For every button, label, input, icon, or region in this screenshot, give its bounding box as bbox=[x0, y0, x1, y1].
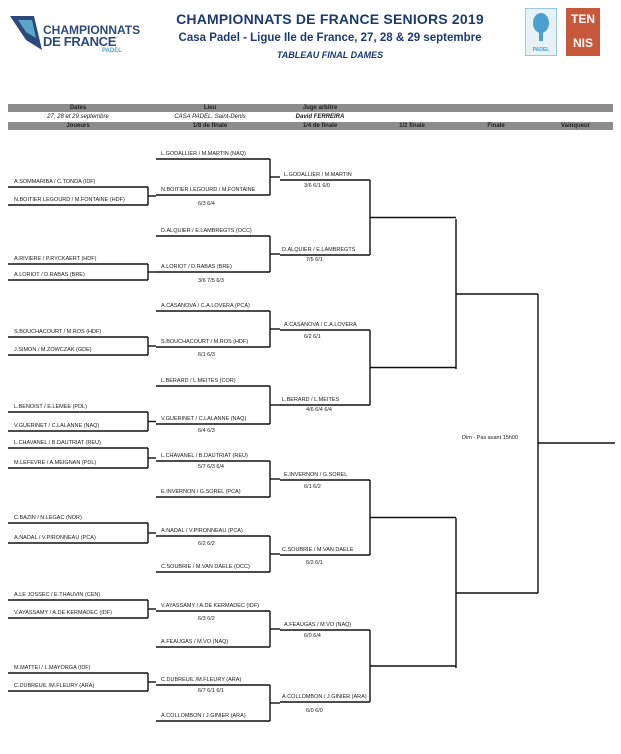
r8-player-pair: L.GODALLIER / M.MARTIN (NAQ) bbox=[161, 151, 246, 157]
dates-value: 27, 28 et 29 septembre bbox=[47, 114, 109, 120]
r8-player-pair: A.CASANOVA / C.A.LOVERA (PCA) bbox=[161, 303, 250, 309]
r8-match-score: 5/7 6/3 6/4 bbox=[198, 464, 224, 470]
r1-player-pair: V.GUERINET / C.LALANNE (NAQ) bbox=[14, 423, 100, 429]
col-finale: Finale bbox=[487, 123, 505, 129]
columns-header-band bbox=[8, 122, 613, 130]
tennis-logo: TEN NIS bbox=[566, 8, 600, 56]
col-quarts: 1/4 de finale bbox=[302, 123, 338, 129]
r4-top-score: 6/0 6/4 bbox=[304, 633, 321, 639]
lieu-label: Lieu bbox=[203, 105, 217, 111]
dates-label: Dates bbox=[69, 105, 87, 111]
r1-player-pair: A.NADAL / V.PIRONNEAU (PCA) bbox=[14, 535, 96, 541]
r4-bottom-score: 7/5 6/1 bbox=[306, 257, 323, 263]
page-title: CHAMPIONNATS DE FRANCE SENIORS 2019 bbox=[176, 11, 484, 27]
padel-logo-shield-icon bbox=[10, 16, 42, 50]
tableau-title: TABLEAU FINAL DAMES bbox=[276, 50, 384, 60]
r4-player-pair: C.SOUBRIE / M.VAN DAELE bbox=[282, 547, 354, 553]
r4-player-pair: A.CASANOVA / C.A.LOVERA bbox=[284, 322, 357, 328]
r1-player-pair: J.SIMON / M.ZOWCZAK (GDE) bbox=[14, 347, 92, 353]
tennis-logo-bottom: NIS bbox=[572, 36, 593, 50]
r1-player-pair: V.AYASSAMY / A.DE KERMADEC (IDF) bbox=[14, 610, 112, 616]
info-header-band bbox=[8, 104, 613, 112]
r4-player-pair: L.BERARD / L.MEITES bbox=[282, 397, 340, 403]
r8-player-pair: D.ALQUIER / E.LAMBREGTS (OCC) bbox=[161, 228, 252, 234]
tennis-logo-top: TEN bbox=[571, 12, 595, 26]
r8-player-pair: A.NADAL / V.PIRONNEAU (PCA) bbox=[161, 528, 243, 534]
r4-bottom-score: 4/6 6/4 6/4 bbox=[306, 407, 332, 413]
padel-badge: PADEL bbox=[525, 8, 557, 56]
r8-match-score: 6/2 6/2 bbox=[198, 541, 215, 547]
r8-player-pair: L.BERARD / L.MEITES (COR) bbox=[161, 378, 236, 384]
r1-player-pair: N.BOITIER LEGOURD / M.FONTAINE (HDF) bbox=[14, 197, 125, 203]
r4-player-pair: D.ALQUIER / E.LAMBREGTS bbox=[282, 247, 356, 253]
r1-player-pair: A.RIVIERE / P.RYCKAERT (HDF) bbox=[14, 256, 97, 262]
r4-bottom-score: 6/0 6/0 bbox=[306, 708, 323, 714]
r8-player-pair: C.DUBREUIL /M.FLEURY (ARA) bbox=[161, 677, 242, 683]
r4-top-score: 3/6 6/1 6/0 bbox=[304, 183, 330, 189]
r8-match-score: 6/1 6/3 bbox=[198, 352, 215, 358]
r8-match-score: 6/4 6/3 bbox=[198, 428, 215, 434]
r4-top-score: 6/2 6/1 bbox=[304, 334, 321, 340]
r1-player-pair: S.BOUCHACOURT / M.ROS (HDF) bbox=[14, 329, 102, 335]
col-joueurs: Joueurs bbox=[66, 123, 90, 129]
r1-player-pair: A.LE JOSSEC / E.THAUVIN (CEN) bbox=[14, 592, 101, 598]
r8-match-score: 6/3 6/2 bbox=[198, 616, 215, 622]
r8-match-score: 3/6 7/5 6/3 bbox=[198, 278, 224, 284]
r1-player-pair: C.BAZIN / N.LEGAC (NOR) bbox=[14, 515, 82, 521]
logo-line-3: PADEL bbox=[102, 48, 122, 54]
r8-match-score: 6/3 6/4 bbox=[198, 201, 215, 207]
r8-player-pair: A.FEAUGAS / M.VO (NAQ) bbox=[161, 639, 229, 645]
logo-line-1: CHAMPIONNATS bbox=[43, 23, 141, 37]
r1-player-pair: A.SOMMARIBA / C.TONDA (IDF) bbox=[14, 179, 96, 185]
r4-top-score: 6/1 6/2 bbox=[304, 484, 321, 490]
r4-bottom-score: 6/2 6/1 bbox=[306, 560, 323, 566]
padel-badge-label: PADEL bbox=[532, 47, 550, 53]
col-vainqueur: Vainqueur bbox=[560, 123, 590, 129]
r8-player-pair: N.BOITIER LEGOURD / M.FONTAINE bbox=[161, 187, 256, 193]
padel-racket-icon bbox=[533, 13, 549, 41]
r1-player-pair: A.LORIOT / D.RABAS (BRE) bbox=[14, 272, 85, 278]
r4-player-pair: L.GODALLIER / M.MARTIN bbox=[284, 172, 352, 178]
r1-player-pair: M.MATTEI / L.MAYORGA (IDF) bbox=[14, 665, 91, 671]
col-demi: 1/2 finale bbox=[399, 123, 425, 129]
r8-player-pair: S.BOUCHACOURT / M.ROS (HDF) bbox=[161, 339, 249, 345]
r1-player-pair: L.CHAVANEL / B.DAUTRIAT (REU) bbox=[14, 440, 101, 446]
r4-player-pair: A.COLLOMBON / J.GINIER (ARA) bbox=[282, 694, 367, 700]
r1-player-pair: L.BENOIST / E.LEMEE (PDL) bbox=[14, 404, 87, 410]
r8-player-pair: L.CHAVANEL / B.DAUTRIAT (REU) bbox=[161, 453, 248, 459]
r8-player-pair: C.SOUBRIE / M.VAN DAELE (OCC) bbox=[161, 564, 250, 570]
r1-player-pair: M.LEFEVRE / A.MEIGNAN (PDL) bbox=[14, 460, 97, 466]
logo-line-2: DE FRANCE bbox=[43, 34, 117, 49]
r8-player-pair: E.INVERNON / G.SOREL (PCA) bbox=[161, 489, 241, 495]
page-subtitle: Casa Padel - Ligue Ile de France, 27, 28… bbox=[178, 32, 482, 44]
juge-label: Juge arbitre bbox=[302, 105, 338, 111]
r8-match-score: 6/7 6/1 6/1 bbox=[198, 688, 224, 694]
r4-player-pair: E.INVERNON / G.SOREL bbox=[284, 472, 348, 478]
juge-value: David FERREIRA bbox=[295, 114, 345, 120]
r8-player-pair: V.GUERINET / C.LALANNE (NAQ) bbox=[161, 416, 247, 422]
col-huitiemes: 1/8 de finale bbox=[192, 123, 228, 129]
r8-player-pair: A.COLLOMBON / J.GINIER (ARA) bbox=[161, 713, 246, 719]
r1-player-pair: C.DUBREUIL /M.FLEURY (ARA) bbox=[14, 683, 95, 689]
lieu-value: CASA PADEL, Saint-Denis bbox=[174, 114, 246, 120]
r8-player-pair: A.LORIOT / D.RABAS (BRE) bbox=[161, 264, 232, 270]
final-schedule-note: Dim - Pas avant 15h00 bbox=[462, 435, 518, 441]
r4-player-pair: A.FEAUGAS / M.VO (NAQ) bbox=[284, 622, 352, 628]
r8-player-pair: V.AYASSAMY / A.DE KERMADEC (IDF) bbox=[161, 603, 259, 609]
